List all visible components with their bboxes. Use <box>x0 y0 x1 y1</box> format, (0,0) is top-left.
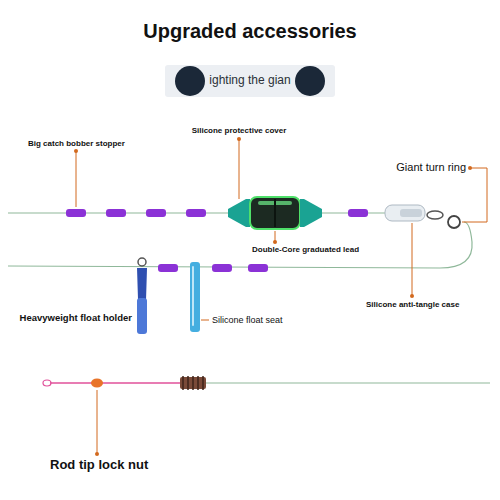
stopper-bead <box>212 264 232 272</box>
nut-ridge <box>192 376 194 390</box>
diagram-title: Upgraded accessories <box>0 20 500 43</box>
leader-dot <box>273 240 277 244</box>
nut-ridge <box>202 376 204 390</box>
stopper-bead <box>248 264 268 272</box>
anti-tangle-case <box>385 205 425 221</box>
leader-dots <box>74 137 472 456</box>
graduated-lead <box>250 197 300 229</box>
stopper-bead <box>106 209 126 217</box>
float-seat <box>190 262 200 332</box>
float-holder <box>137 268 147 300</box>
leader-line <box>76 151 77 207</box>
leader-line <box>239 139 240 199</box>
callout-label: Silicone anti-tangle case <box>366 300 459 309</box>
float-seat-highlight <box>192 266 194 326</box>
lead-core-split <box>274 199 276 227</box>
leaders <box>76 139 487 454</box>
subtitle-text: ighting the gian <box>209 74 290 88</box>
lock-bead <box>91 379 103 388</box>
leader-line <box>97 390 98 454</box>
leader-line <box>201 320 209 321</box>
nut-ridge <box>187 376 189 390</box>
stopper-bead <box>66 209 86 217</box>
stopper-bead <box>186 209 206 217</box>
callout-label: Double-Core graduated lead <box>252 245 359 254</box>
leader-dot <box>468 166 472 170</box>
leader-dot <box>237 137 241 141</box>
protective-cover <box>300 199 322 227</box>
callout-label: Heavyweight float holder <box>20 313 132 324</box>
float-holder <box>137 298 147 334</box>
stopper-bead <box>146 209 166 217</box>
main-line <box>206 382 490 383</box>
lock-nut-body <box>180 377 206 389</box>
callout-label: Silicone protective cover <box>192 126 287 135</box>
turn-ring <box>448 216 460 228</box>
callout-label: Rod tip lock nut <box>50 458 148 473</box>
leader-dot <box>95 452 99 456</box>
tip-loop <box>43 380 51 386</box>
nut-ridge <box>197 376 199 390</box>
cover-dot <box>295 66 325 96</box>
leader-dot <box>410 294 414 298</box>
leader-dot <box>74 149 78 153</box>
cover-dot <box>175 66 205 96</box>
subtitle-band: ighting the gian <box>165 65 335 97</box>
swivel-eye <box>427 211 443 219</box>
fishing-line <box>8 222 472 268</box>
tip-line <box>50 382 182 383</box>
nut-ridge <box>182 376 184 390</box>
protective-cover <box>228 199 250 227</box>
swivel-body <box>400 209 422 217</box>
callout-label: Big catch bobber stopper <box>28 139 125 148</box>
leader-line <box>412 223 413 296</box>
callout-label: Silicone float seat <box>212 315 283 325</box>
callout-label: Giant turn ring <box>396 161 466 174</box>
leader-line <box>462 168 487 222</box>
lock-nut <box>180 376 206 390</box>
holder-ring <box>138 258 146 266</box>
stopper-bead <box>158 264 178 272</box>
stopper-bead <box>348 209 368 217</box>
